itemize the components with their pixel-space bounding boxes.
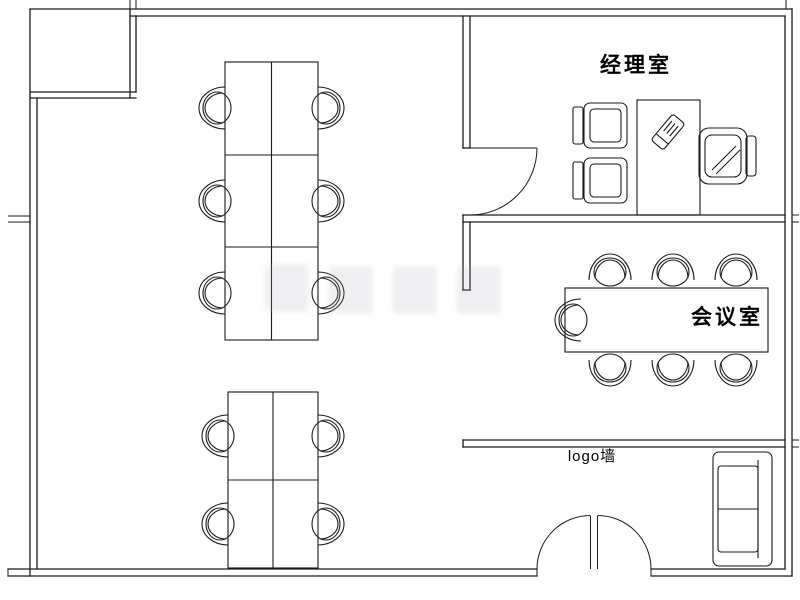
door-swing-arc xyxy=(469,147,538,216)
workstation-cluster-bottom xyxy=(201,391,345,569)
guest-chair xyxy=(572,102,628,149)
manager-office-furniture xyxy=(572,99,757,216)
entrance-double-door xyxy=(536,515,652,570)
chair-icon xyxy=(588,253,632,287)
watermark xyxy=(265,264,501,314)
chair-icon xyxy=(714,253,758,287)
workstation-cluster-top xyxy=(198,61,345,341)
chair-icon xyxy=(198,179,232,223)
wall-tick-marks xyxy=(7,0,799,576)
door-swing-arc xyxy=(536,515,591,570)
executive-chair xyxy=(698,127,757,185)
manager-desk xyxy=(636,99,701,216)
chair-icon xyxy=(588,353,632,387)
exterior-walls xyxy=(7,8,793,577)
desk-phone-icon xyxy=(651,114,685,150)
meeting-room-label: 会议室 xyxy=(691,305,763,329)
chair-icon xyxy=(198,271,232,315)
conference-table xyxy=(564,287,769,353)
chair-icon xyxy=(201,414,235,458)
meeting-room-furniture xyxy=(554,253,769,387)
sofa xyxy=(712,451,773,567)
manager-office-door xyxy=(469,147,538,216)
chair-icon xyxy=(201,502,235,546)
manager-office-label: 经理室 xyxy=(600,53,672,77)
chair-icon xyxy=(554,298,588,342)
door-swing-arc xyxy=(597,515,652,570)
chair-icon xyxy=(311,179,345,223)
chair-icon xyxy=(714,353,758,387)
chair-icon xyxy=(311,86,345,130)
chair-icon xyxy=(311,502,345,546)
guest-chair xyxy=(572,157,628,204)
logo-wall-label: logo墙 xyxy=(568,448,616,465)
chair-icon xyxy=(311,414,345,458)
chair-icon xyxy=(651,353,695,387)
chair-icon xyxy=(198,86,232,130)
chair-icon xyxy=(651,253,695,287)
interior-walls xyxy=(462,15,786,448)
